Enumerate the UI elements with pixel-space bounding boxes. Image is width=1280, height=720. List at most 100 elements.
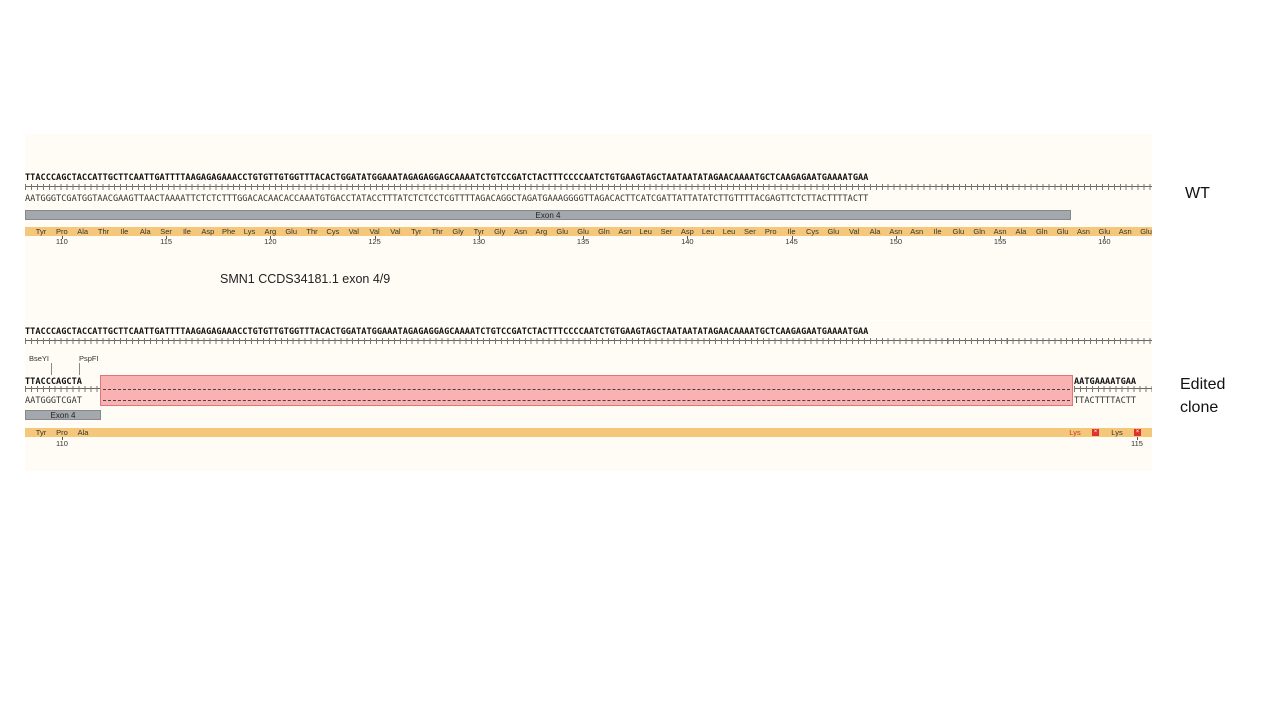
wt-amino-acid: Arg (535, 227, 548, 236)
wt-amino-acid: Glu (556, 227, 569, 236)
wt-amino-acid: Ala (77, 227, 89, 236)
wt-amino-acid: Asn (1077, 227, 1090, 236)
wt-amino-acid: Asn (618, 227, 632, 236)
wt-bottom-strand: AATGGGTCGATGGTAACGAAGTTAACTAAAATTCTCTCTT… (25, 194, 869, 204)
wt-amino-acid: Arg (264, 227, 277, 236)
wt-ruler (25, 184, 1152, 191)
edited-aa-frameshift: Lys (1069, 428, 1081, 437)
edited-exon-4-bar[interactable]: Exon 4 (25, 410, 101, 420)
wt-amino-acid: Thr (306, 227, 318, 236)
wt-amino-acid: Ile (787, 227, 796, 236)
edited-label-line1: Edited (1180, 376, 1226, 393)
position-tick (374, 236, 376, 239)
wt-sequence-map: TTACCCAGCTACCATTGCTTCAATTGATTTTAAGAGAGAA… (25, 134, 1152, 320)
position-number: 125 (368, 237, 381, 246)
position-number: 145 (785, 237, 798, 246)
wt-amino-acid: Ile (182, 227, 191, 236)
position-tick (1000, 236, 1002, 239)
wt-amino-acid: Ala (139, 227, 151, 236)
wt-amino-acid: Pro (56, 227, 68, 236)
wt-amino-acid: Glu (952, 227, 965, 236)
wt-amino-acid: Thr (431, 227, 443, 236)
wt-amino-acid: Leu (701, 227, 715, 236)
position-number: 140 (681, 237, 694, 246)
wt-top-strand: TTACCCAGCTACCATTGCTTCAATTGATTTTAAGAGAGAA… (25, 173, 869, 183)
edited-reference-strand: TTACCCAGCTACCATTGCTTCAATTGATTTTAAGAGAGAA… (25, 327, 869, 337)
position-number: 110 (56, 439, 68, 448)
wt-amino-acid: Ser (160, 227, 172, 236)
wt-amino-acid: Asn (993, 227, 1007, 236)
wt-amino-acid: Phe (221, 227, 236, 236)
wt-amino-acid: Leu (722, 227, 736, 236)
wt-amino-acid: Ala (869, 227, 881, 236)
position-number: 110 (55, 237, 68, 246)
position-tick (791, 236, 793, 239)
wt-amino-acid: Glu (577, 227, 589, 236)
wt-amino-acid: Ile (120, 227, 129, 236)
edited-ruler-right (1074, 386, 1152, 393)
wt-amino-acid: Lys (243, 227, 256, 236)
deletion-region[interactable] (100, 375, 1073, 406)
position-tick (478, 236, 480, 239)
edited-aa: Tyr (35, 428, 47, 437)
wt-amino-acid: Gln (973, 227, 986, 236)
stop-codon-icon[interactable]: × (1092, 429, 1099, 436)
wt-amino-acid: Glu (1056, 227, 1069, 236)
edited-label-line2: clone (1180, 399, 1219, 416)
position-tick (61, 236, 63, 239)
wt-amino-acid: Glu (1140, 227, 1152, 236)
enzyme-site-bseyi[interactable]: BseYI (29, 354, 50, 363)
position-tick (62, 437, 63, 440)
wt-amino-acid: Gln (598, 227, 610, 236)
wt-translation-band (25, 227, 1152, 236)
edited-aa: Ala (77, 428, 89, 437)
wt-amino-acid: Pro (764, 227, 777, 236)
wt-amino-acid: Val (369, 227, 380, 236)
position-tick (583, 236, 585, 239)
position-number: 160 (1098, 237, 1111, 246)
position-tick (1137, 437, 1138, 440)
wt-amino-acid: Val (348, 227, 359, 236)
edited-translation-band (25, 428, 1152, 437)
wt-amino-acid: Tyr (35, 227, 47, 236)
wt-exon-4-bar[interactable]: Exon 4 (25, 210, 1071, 220)
position-tick (687, 236, 689, 239)
wt-amino-acid: Gly (452, 227, 464, 236)
wt-amino-acid: Ser (744, 227, 756, 236)
wt-amino-acid: Ser (660, 227, 673, 236)
transcript-caption: SMN1 CCDS34181.1 exon 4/9 (220, 272, 391, 286)
wt-amino-acid: Ala (1015, 227, 1027, 236)
edited-bottom-right: TTACTTTTACTT (1074, 396, 1137, 406)
wt-amino-acid: Asp (201, 227, 215, 236)
wt-amino-acid: Asn (889, 227, 903, 236)
wt-amino-acid: Glu (827, 227, 840, 236)
wt-amino-acid: Val (848, 227, 860, 236)
position-tick (1104, 236, 1106, 239)
edited-aa-frameshift: Lys (1111, 428, 1123, 437)
position-number: 155 (993, 237, 1007, 246)
wt-amino-acid: Gly (494, 227, 506, 236)
wt-amino-acid: Tyr (473, 227, 485, 236)
position-number: 130 (472, 237, 486, 246)
enzyme-marker-line (51, 363, 52, 375)
wt-amino-acid: Asp (680, 227, 694, 236)
edited-sequence-map: TTACCCAGCTACCATTGCTTCAATTGATTTTAAGAGAGAA… (25, 321, 1152, 471)
wt-amino-acid: Asn (910, 227, 924, 236)
edited-ruler-left (25, 386, 100, 393)
position-number: 115 (160, 237, 173, 246)
position-number: 115 (1131, 439, 1143, 448)
enzyme-marker-line (79, 363, 80, 375)
wt-label: WT (1185, 185, 1210, 202)
position-number: 135 (576, 237, 590, 246)
enzyme-site-pspfi[interactable]: PspFI (79, 354, 99, 363)
position-number: 150 (889, 237, 903, 246)
wt-amino-acid: Tyr (411, 227, 422, 236)
wt-amino-acid: Asn (1118, 227, 1132, 236)
edited-divider (25, 338, 1152, 344)
wt-amino-acid: Glu (285, 227, 298, 236)
stop-codon-icon[interactable]: × (1134, 429, 1141, 436)
edited-aa: Pro (56, 428, 68, 437)
wt-amino-acid: Cys (326, 227, 340, 236)
position-tick (270, 236, 272, 239)
wt-amino-acid: Val (390, 227, 401, 236)
